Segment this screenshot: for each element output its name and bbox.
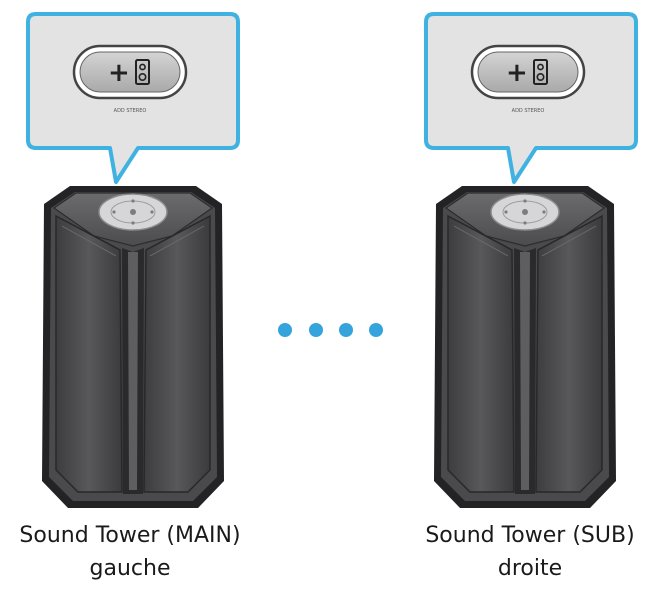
sub-button-caption: ADD STEREO — [512, 108, 545, 114]
main-speaker-label: Sound Tower (MAIN) gauche — [0, 519, 280, 585]
main-speaker-name: Sound Tower (MAIN) — [19, 523, 241, 548]
sub-speaker-group: + ADD STEREO — [424, 12, 638, 509]
add-stereo-icon: + — [506, 58, 528, 88]
sub-speaker-label: Sound Tower (SUB) droite — [380, 519, 651, 585]
connection-dots-icon — [278, 323, 383, 337]
main-add-stereo-button[interactable]: + — [72, 44, 188, 100]
main-speaker-icon — [41, 185, 225, 509]
main-speaker-position: gauche — [89, 556, 171, 581]
sub-speaker-icon — [433, 185, 617, 509]
sub-speaker-position: droite — [497, 556, 563, 581]
sub-speaker-name: Sound Tower (SUB) — [425, 523, 635, 548]
sub-add-stereo-button[interactable]: + — [470, 44, 586, 100]
main-button-caption: ADD STEREO — [114, 108, 147, 114]
main-speaker-group: + ADD STEREO — [26, 12, 240, 509]
add-stereo-icon: + — [108, 58, 130, 88]
